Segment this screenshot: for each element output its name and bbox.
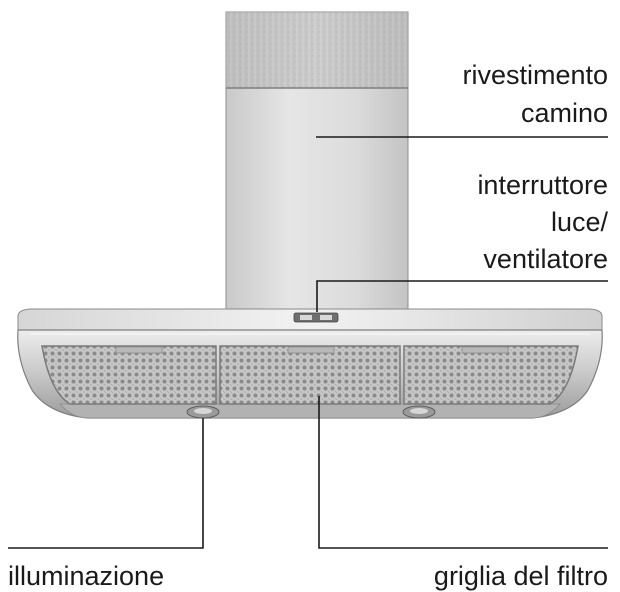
label-chimney-cover-line1: rivestimento: [462, 60, 608, 90]
leader-filter-grille: [318, 396, 608, 549]
leader-lines: [8, 136, 608, 549]
callout-labels: rivestimento camino interruttore luce/ v…: [8, 60, 608, 591]
label-switch-line3: ventilatore: [483, 244, 608, 274]
light-right: [402, 405, 436, 419]
leader-lighting: [8, 418, 204, 549]
chimney-cover: [225, 87, 409, 313]
label-filter-grille: griglia del filtro: [434, 561, 608, 591]
leader-switch: [316, 280, 608, 312]
filter-grille-right: [403, 345, 579, 405]
label-switch-line2: luce/: [551, 207, 609, 237]
filter-grille-center: [219, 345, 401, 405]
filter-grille-left: [41, 345, 217, 405]
label-lighting: illuminazione: [8, 561, 164, 591]
light-left: [186, 405, 220, 419]
label-chimney-cover-line2: camino: [521, 98, 608, 128]
label-switch-line1: interruttore: [477, 170, 608, 200]
chimney-upper: [225, 11, 409, 89]
light-fan-switch: [293, 312, 339, 323]
